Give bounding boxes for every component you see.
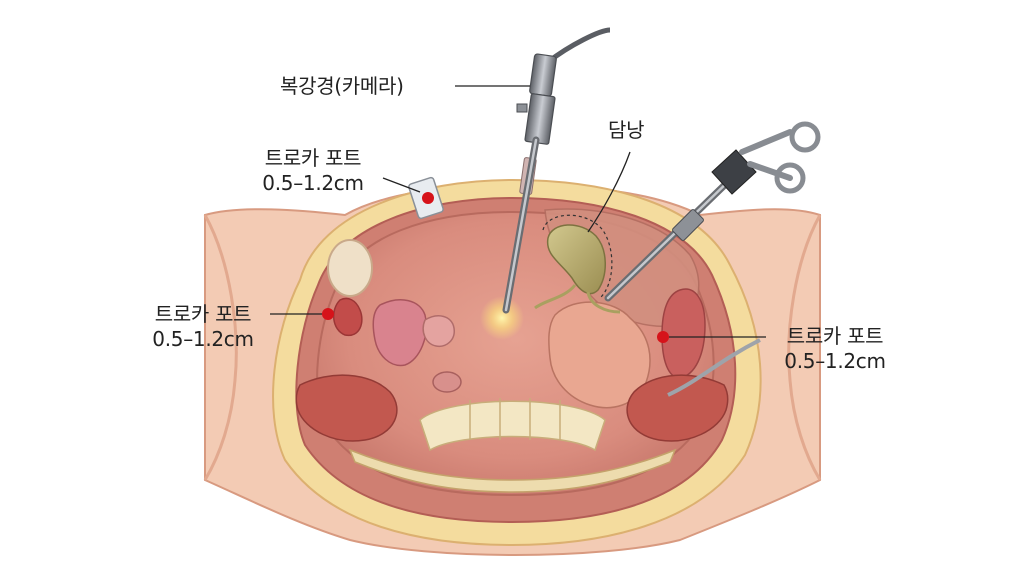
trocar-port-top [408, 176, 444, 220]
label-gallbladder-text: 담낭 [608, 118, 645, 142]
label-port-top: 트로카 포트 0.5–1.2cm [248, 146, 378, 196]
port-marker-top [422, 192, 434, 204]
label-port-right-size: 0.5–1.2cm [784, 349, 886, 373]
paraspinal-muscles [295, 374, 729, 442]
camera-light-glow [480, 296, 524, 340]
left-side-organs [327, 239, 455, 367]
leader-port-top [382, 177, 421, 193]
port-marker-right [657, 331, 669, 343]
label-port-top-name: 트로카 포트 [264, 146, 362, 170]
label-gallbladder: 담낭 [608, 118, 645, 143]
label-port-right-name: 트로카 포트 [786, 324, 884, 348]
laparoscope-instrument [502, 27, 611, 314]
label-port-left-name: 트로카 포트 [154, 302, 252, 326]
port-marker-left [322, 308, 334, 320]
label-port-left: 트로카 포트 0.5–1.2cm [138, 302, 268, 352]
leader-gallbladder [587, 151, 631, 233]
label-laparoscope: 복강경(카메라) [280, 74, 404, 99]
gallbladder [534, 214, 621, 314]
spine [348, 398, 677, 493]
label-laparoscope-text: 복강경(카메라) [280, 74, 404, 98]
label-port-right: 트로카 포트 0.5–1.2cm [770, 324, 900, 374]
grasper-instrument [604, 121, 821, 302]
label-port-top-size: 0.5–1.2cm [262, 171, 364, 195]
instrument-cable-right [667, 338, 761, 397]
small-organ [432, 371, 462, 393]
label-port-left-size: 0.5–1.2cm [152, 327, 254, 351]
